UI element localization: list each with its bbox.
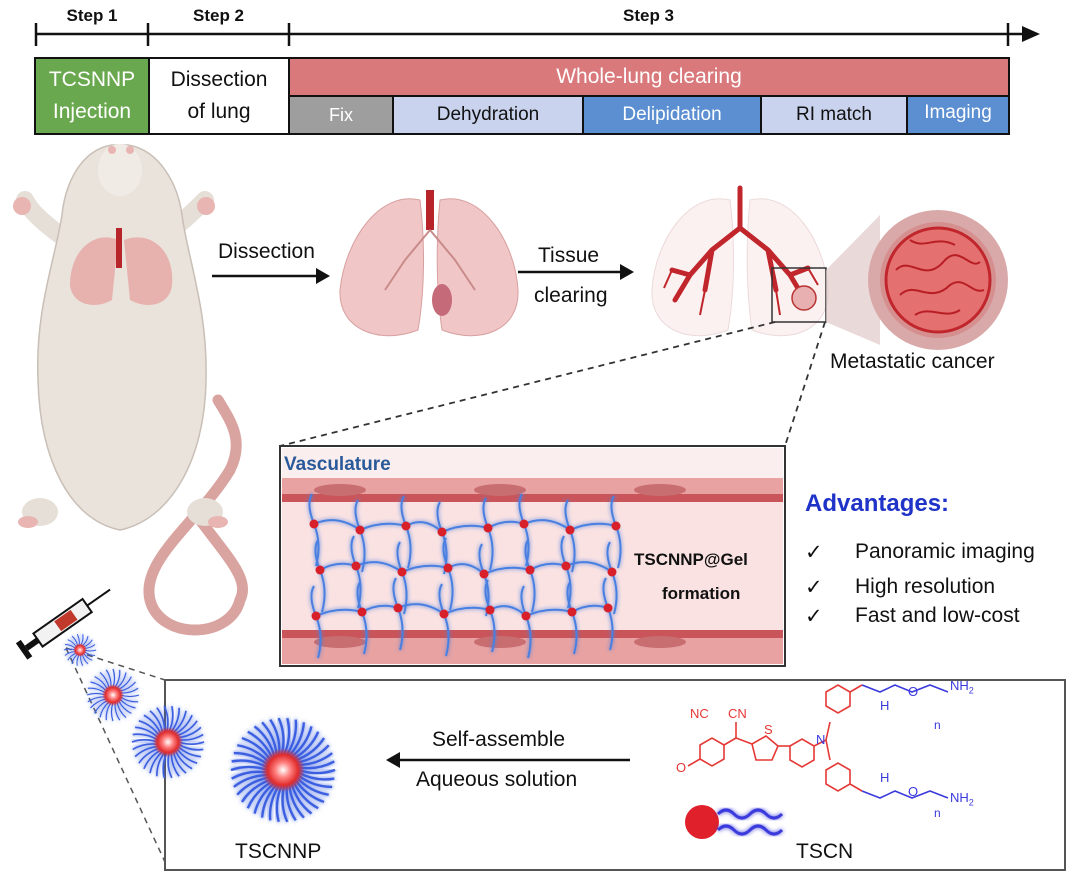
gel-node <box>309 519 319 529</box>
tissue-clearing-label-2: clearing <box>534 284 608 307</box>
tissue-clearing-label-1: Tissue <box>538 244 600 267</box>
gel-node <box>565 525 575 535</box>
gel-node <box>357 607 367 617</box>
chem-o-bottom: O <box>908 784 919 799</box>
gel-node <box>351 561 361 571</box>
metastatic-cancer-label: Metastatic cancer <box>830 350 995 373</box>
chem-cn: CN <box>728 706 747 721</box>
metastatic-tumor <box>884 226 992 334</box>
advantage-item: ✓ Fast and low-cost <box>805 604 1020 628</box>
tscn-head-icon <box>685 805 719 839</box>
chem-o: O <box>676 760 687 775</box>
gel-node <box>439 609 449 619</box>
tscn-chemical-structure <box>687 684 949 799</box>
advantage-text: Panoramic imaging <box>855 540 1035 563</box>
step-2-label: Step 2 <box>192 6 245 25</box>
chem-n-repeat-top: n <box>934 718 941 732</box>
chem-n-repeat-bottom: n <box>934 806 941 820</box>
zoom-line-right <box>784 321 826 447</box>
zoom-line-left <box>279 321 776 447</box>
step-3-label: Step 3 <box>622 6 675 25</box>
ri-match-box: RI match <box>760 95 908 135</box>
check-icon: ✓ <box>805 541 823 564</box>
dissection-box: Dissection of lung <box>148 57 290 135</box>
dissected-lung <box>339 190 519 337</box>
advantage-item: ✓ High resolution <box>805 575 995 599</box>
gel-node <box>603 603 613 613</box>
tscnnp-label: TSCNNP <box>235 840 322 863</box>
nanoparticle-icon <box>86 668 140 722</box>
nanoparticle-icon <box>131 705 205 779</box>
chem-nh2-top: NH2 <box>950 678 974 696</box>
gel-node <box>607 567 617 577</box>
vasculature-title: Vasculature <box>284 454 391 475</box>
gel-node <box>397 567 407 577</box>
self-assemble-label: Self-assemble <box>432 728 566 751</box>
mouse-illustration <box>13 144 249 636</box>
gel-node <box>567 607 577 617</box>
chem-s: S <box>764 722 773 737</box>
tscn-tail-icon <box>716 808 784 820</box>
gel-node <box>479 569 489 579</box>
whole-lung-clearing-box: Whole-lung clearing <box>288 57 1010 97</box>
nanoparticle-icon <box>63 633 97 667</box>
injection-box: TCSNNP Injection <box>34 57 150 135</box>
aqueous-solution-label: Aqueous solution <box>416 768 578 791</box>
syringe-icon <box>15 588 111 660</box>
gel-node <box>311 611 321 621</box>
gel-formation-label-1: TSCNNP@Gel <box>634 550 748 569</box>
gel-node <box>315 565 325 575</box>
chem-h-top: H <box>880 698 890 713</box>
check-icon: ✓ <box>805 576 823 599</box>
advantages-title: Advantages: <box>805 490 950 517</box>
tscn-label: TSCN <box>796 840 854 863</box>
vasculature-panel <box>279 445 786 667</box>
timeline-axis <box>34 23 1040 46</box>
step-1-label: Step 1 <box>66 6 118 25</box>
gel-node <box>561 561 571 571</box>
advantage-text: Fast and low-cost <box>855 604 1020 627</box>
imaging-box: Imaging <box>906 95 1010 135</box>
gel-node <box>521 611 531 621</box>
chem-o-top: O <box>908 684 919 699</box>
gel-node <box>443 563 453 573</box>
check-icon: ✓ <box>805 605 823 628</box>
cleared-lung <box>651 185 829 337</box>
dehydration-box: Dehydration <box>392 95 584 135</box>
gel-node <box>355 525 365 535</box>
assembly-panel <box>164 679 1066 871</box>
dissection-arrow-label: Dissection <box>218 240 315 263</box>
chem-h-bottom: H <box>880 770 890 785</box>
chem-nc: NC <box>690 706 709 721</box>
gel-formation-label-2: formation <box>662 584 741 603</box>
delipidation-box: Delipidation <box>582 95 762 135</box>
gel-node <box>401 521 411 531</box>
chem-nh2-bottom: NH2 <box>950 790 974 808</box>
advantage-item: ✓ Panoramic imaging <box>805 540 1035 564</box>
gel-node <box>485 605 495 615</box>
fix-box: Fix <box>288 95 394 135</box>
chem-n: N <box>816 732 826 747</box>
gel-node <box>519 519 529 529</box>
gel-node <box>393 603 403 613</box>
gel-node <box>525 565 535 575</box>
gel-node <box>483 523 493 533</box>
gel-node <box>437 527 447 537</box>
nanoparticle-icon <box>230 717 336 823</box>
advantage-text: High resolution <box>855 575 996 598</box>
gel-node <box>611 521 621 531</box>
